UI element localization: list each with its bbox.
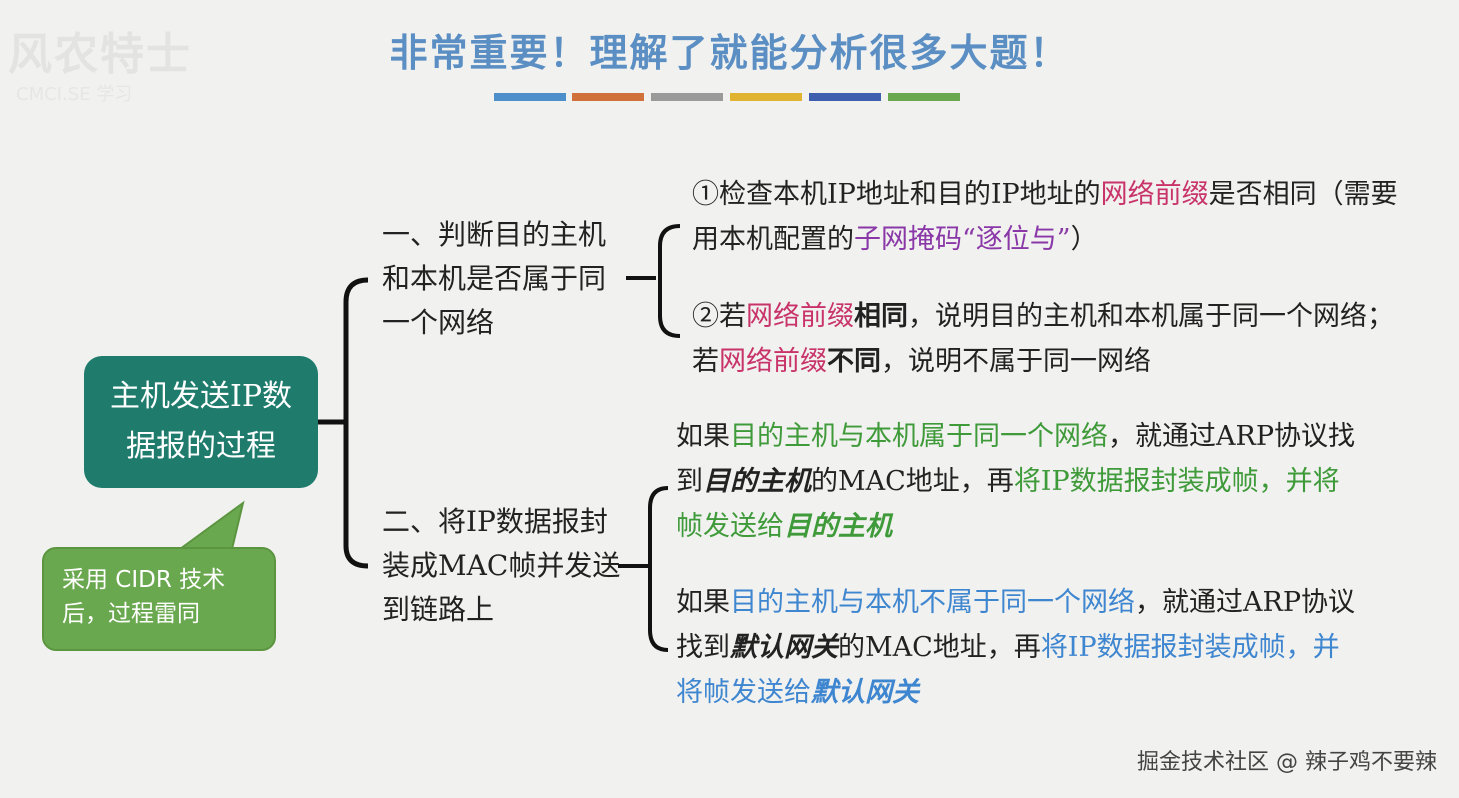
- branch2-item1-part5: 的MAC地址，再: [811, 466, 1014, 497]
- bracket-branch1: [658, 224, 681, 338]
- branch1-item1-part1: ①检查本机IP地址和目的IP地址的: [692, 179, 1101, 210]
- color-bar-orange: [572, 93, 644, 101]
- color-bar-green: [888, 93, 960, 101]
- branch1-item1-part3: 是否相同（需要用本机配置的: [692, 179, 1398, 255]
- watermark-subtitle: CMCI.SE 学习: [16, 84, 133, 105]
- main-node-label: 主机发送IP数据报的过程: [109, 379, 293, 464]
- branch1-item2-part4: ，说明目的主机和本机属于同一个网络；若: [692, 301, 1394, 377]
- bracket-branch2: [648, 486, 669, 652]
- branch2-item2-part5: 的MAC地址，再: [838, 632, 1041, 663]
- color-bar-blue: [494, 93, 566, 101]
- footer-credit: 掘金技术社区 @ 辣子鸡不要辣: [1137, 750, 1437, 775]
- color-bar-gray: [651, 93, 723, 101]
- branch2-item2-target-end: 默认网关: [811, 677, 919, 708]
- branch1-item2-part1: ②若: [692, 301, 746, 332]
- branch2-item1-target: 目的主机: [703, 466, 811, 497]
- callout-text: 采用 CIDR 技术后，过程雷同: [62, 567, 226, 627]
- branch1-label: 一、判断目的主机和本机是否属于同一个网络: [382, 213, 622, 345]
- branch2-label: 二、将IP数据报封装成MAC帧并发送到链路上: [382, 500, 622, 632]
- branch2-item2-action: 将IP数据报封装成帧，并将帧发送给: [676, 632, 1340, 708]
- branch1-item2-part7: ，说明不属于同一网络: [881, 346, 1151, 377]
- branch1-item1-mask: 子网掩码“逐位与”: [854, 224, 1071, 255]
- main-node: 主机发送IP数据报的过程: [84, 356, 318, 488]
- callout-tail: [176, 500, 245, 550]
- branch1-item2-same: 相同: [854, 301, 908, 332]
- page-title: 非常重要！理解了就能分析很多大题！: [389, 30, 1070, 75]
- branch2-item1-condition: 目的主机与本机属于同一个网络: [730, 421, 1108, 452]
- branch1-item1-prefix: 网络前缀: [1100, 179, 1209, 210]
- callout-note: 采用 CIDR 技术后，过程雷同: [42, 547, 276, 651]
- branch1-item2-prefix-a: 网络前缀: [746, 301, 854, 332]
- branch2-item1-action: 将IP数据报封装成帧，并将帧发送给: [676, 466, 1340, 542]
- branch1-item1-part5: ）: [1070, 224, 1098, 255]
- branch2-item2-part1: 如果: [676, 587, 730, 618]
- branch2-item1-part3: ，就通过ARP协议找到: [676, 421, 1355, 497]
- color-bar-navy: [809, 93, 881, 101]
- branch1-label-text: 一、判断目的主机和本机是否属于同一个网络: [382, 218, 607, 339]
- bracket-main: [343, 277, 369, 569]
- branch1-item1: ①检查本机IP地址和目的IP地址的网络前缀是否相同（需要用本机配置的子网掩码“逐…: [692, 172, 1412, 262]
- branch1-item2-different: 不同: [827, 346, 881, 377]
- branch2-item1-part1: 如果: [676, 421, 730, 452]
- branch2-item2-target: 默认网关: [730, 632, 838, 663]
- branch2-item2-part3: ，就通过ARP协议找到: [676, 587, 1355, 663]
- branch2-item1: 如果目的主机与本机属于同一个网络，就通过ARP协议找到目的主机的MAC地址，再将…: [676, 414, 1366, 549]
- branch2-item2-condition: 目的主机与本机不属于同一个网络: [730, 587, 1135, 618]
- branch2-item2: 如果目的主机与本机不属于同一个网络，就通过ARP协议找到默认网关的MAC地址，再…: [676, 580, 1366, 715]
- branch1-item2-prefix-b: 网络前缀: [719, 346, 827, 377]
- branch2-item1-target-end: 目的主机: [784, 511, 892, 542]
- branch2-label-text: 二、将IP数据报封装成MAC帧并发送到链路上: [382, 505, 621, 626]
- color-bar-yellow: [730, 93, 802, 101]
- watermark-logo: 风农特士: [8, 29, 192, 80]
- branch1-item2: ②若网络前缀相同，说明目的主机和本机属于同一个网络；若网络前缀不同，说明不属于同…: [692, 294, 1412, 384]
